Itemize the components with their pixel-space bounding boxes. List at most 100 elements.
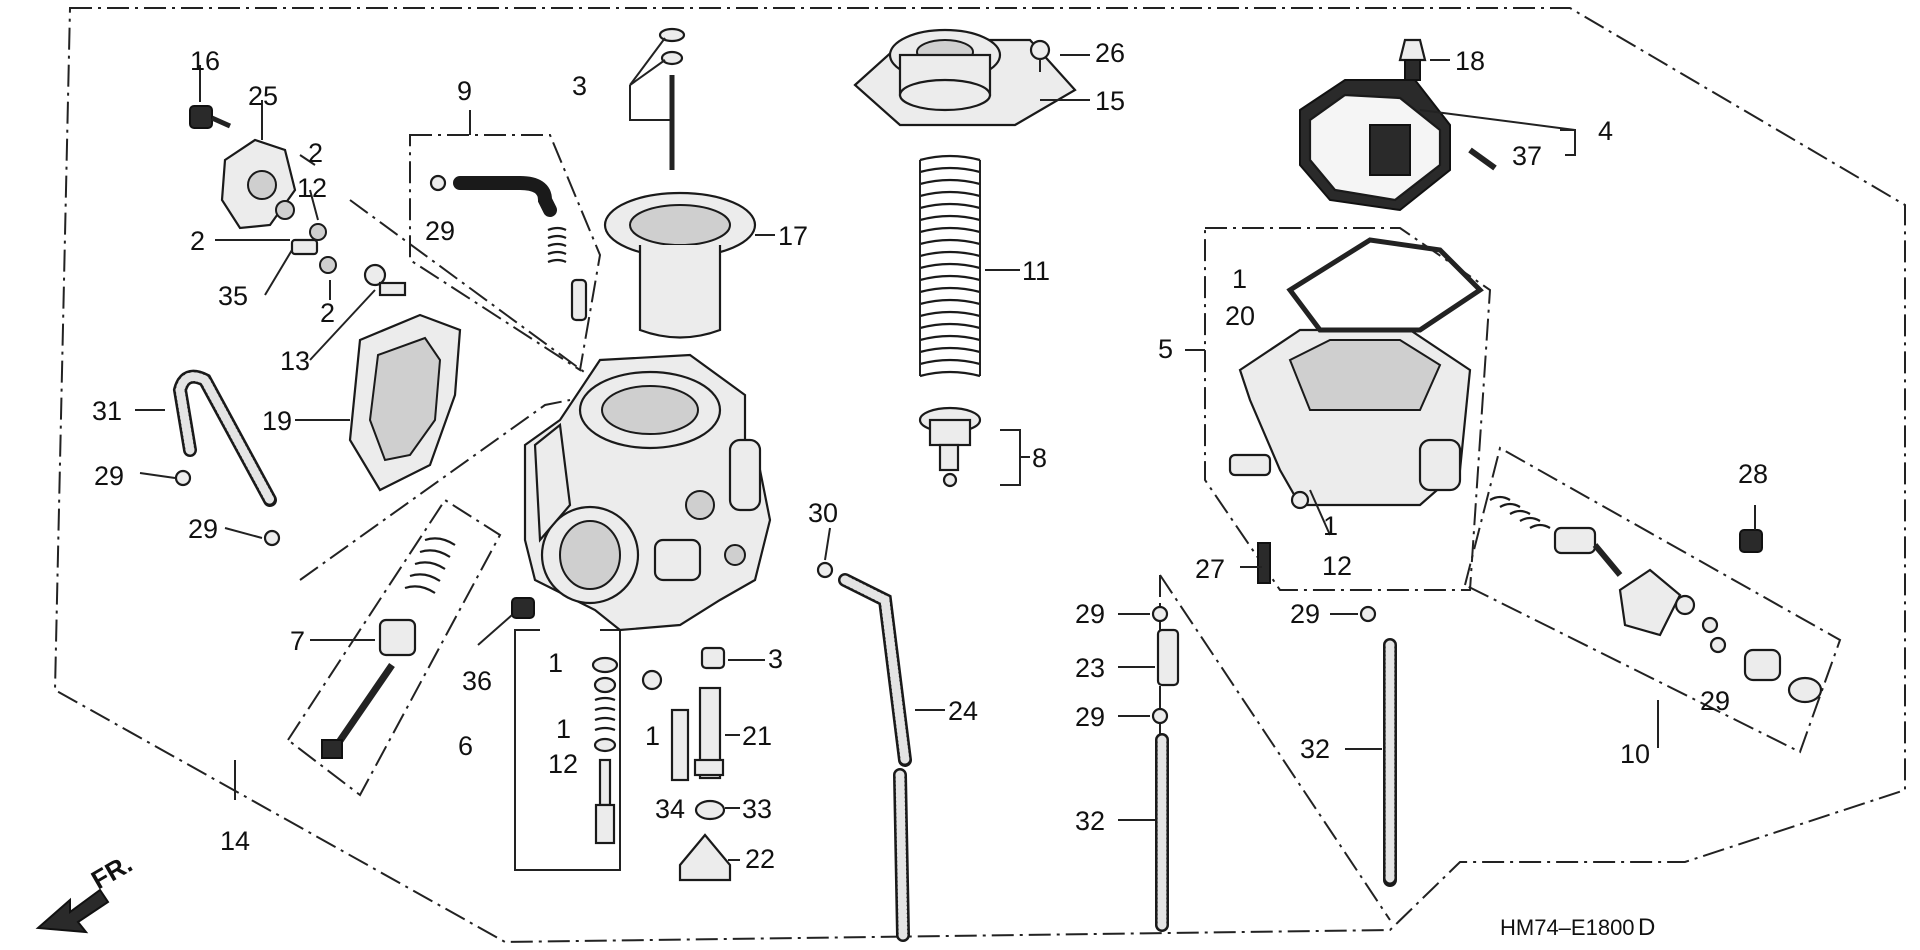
callout-37: 37 xyxy=(1512,141,1542,171)
washer-12-left xyxy=(309,223,327,241)
callout-20: 20 xyxy=(1225,301,1255,331)
callout-19: 19 xyxy=(262,406,292,436)
callout-3-b: 3 xyxy=(768,644,783,674)
callout-30: 30 xyxy=(808,498,838,528)
float-chamber xyxy=(1238,328,1472,507)
callout-35: 35 xyxy=(218,281,248,311)
clip-30 xyxy=(816,561,834,579)
throttle-stop-screw xyxy=(1398,38,1427,81)
needle-jet-34 xyxy=(670,708,690,782)
callout-29-a: 29 xyxy=(94,461,124,491)
clip-29-b xyxy=(263,529,281,547)
gasket xyxy=(1286,237,1484,333)
callout-12-c: 12 xyxy=(1322,551,1352,581)
group-10-outline xyxy=(1463,446,1842,754)
callout-29-c: 29 xyxy=(1075,599,1105,629)
clip-29-e xyxy=(1359,605,1377,623)
clip-29-g xyxy=(1709,636,1727,654)
callout-18: 18 xyxy=(1455,46,1485,76)
callout-29-b: 29 xyxy=(188,514,218,544)
clip-29-c xyxy=(1151,605,1169,623)
choke-plunger-assembly xyxy=(1489,495,1823,704)
vacuum-piston xyxy=(603,191,757,339)
front-direction-label: FR. xyxy=(86,848,137,895)
callout-1-c: 1 xyxy=(645,721,660,751)
group-5-outline xyxy=(1204,227,1492,591)
drain-hose-31 xyxy=(172,369,277,507)
callout-32-a: 32 xyxy=(1075,806,1105,836)
callout-labels: 16 25 2 12 2 35 2 13 19 31 29 29 7 14 9 … xyxy=(92,38,1768,874)
callout-8: 8 xyxy=(1032,443,1047,473)
bolt-27 xyxy=(1257,542,1271,584)
jet-3-lower xyxy=(700,646,726,670)
callout-1-e: 1 xyxy=(1323,511,1338,541)
callout-29-g: 29 xyxy=(1700,686,1730,716)
callout-36: 36 xyxy=(462,666,492,696)
group-9-outline xyxy=(409,134,602,372)
callout-21: 21 xyxy=(742,721,772,751)
diaphragm-spring xyxy=(919,154,981,378)
callout-29-e: 29 xyxy=(1290,599,1320,629)
callout-2-b: 2 xyxy=(190,226,205,256)
callout-9: 9 xyxy=(457,76,472,106)
accelerator-pump-cover xyxy=(348,313,462,492)
callout-15: 15 xyxy=(1095,86,1125,116)
callout-7: 7 xyxy=(290,626,305,656)
reference-suffix: D xyxy=(1638,914,1655,941)
callout-2-c: 2 xyxy=(320,298,335,328)
drain-plug-22 xyxy=(678,833,732,882)
callout-4: 4 xyxy=(1598,116,1613,146)
choke-body xyxy=(220,138,297,230)
callout-1-a: 1 xyxy=(548,648,563,678)
callout-6: 6 xyxy=(458,731,473,761)
bolt-28 xyxy=(1739,529,1763,553)
leader-lines xyxy=(135,37,1756,861)
callout-24: 24 xyxy=(948,696,978,726)
assembly-boundary xyxy=(53,7,1906,944)
callout-16: 16 xyxy=(190,46,220,76)
callout-2-a: 2 xyxy=(308,138,323,168)
bolt-16 xyxy=(189,105,232,129)
callout-12-b: 12 xyxy=(548,749,578,779)
callout-34: 34 xyxy=(655,794,685,824)
callout-29-f: 29 xyxy=(425,216,455,246)
front-direction-arrow: FR. xyxy=(35,848,137,934)
jet-needle xyxy=(658,27,686,170)
washer-2-left xyxy=(319,256,337,274)
callout-33: 33 xyxy=(742,794,772,824)
float-screw-1 xyxy=(1228,453,1310,510)
jet-needle-holder xyxy=(918,406,982,488)
callout-31: 31 xyxy=(92,396,122,426)
bolt-36 xyxy=(511,597,535,619)
callout-3-a: 3 xyxy=(572,71,587,101)
clip-29-f xyxy=(429,174,447,192)
hose-path-outline-left xyxy=(299,399,571,581)
needle-jet-stack xyxy=(591,656,619,845)
pin xyxy=(1468,147,1497,171)
callout-22: 22 xyxy=(745,844,775,874)
hose-path-outline-right xyxy=(1159,574,1391,921)
callout-32-b: 32 xyxy=(1300,734,1330,764)
slow-jet-21 xyxy=(693,686,725,780)
vent-hose-24 xyxy=(838,573,912,942)
jet-35 xyxy=(290,238,319,256)
clip-29-d xyxy=(1151,707,1169,725)
callout-25: 25 xyxy=(248,81,278,111)
air-cut-valve xyxy=(1299,79,1451,212)
callout-17: 17 xyxy=(778,221,808,251)
fitting-23 xyxy=(1156,628,1180,687)
callout-23: 23 xyxy=(1075,653,1105,683)
pump-spring-assembly xyxy=(321,537,456,759)
callout-29-d: 29 xyxy=(1075,702,1105,732)
callout-11: 11 xyxy=(1022,256,1050,286)
pilot-screw-13 xyxy=(363,263,407,297)
pump-hose-assembly xyxy=(453,176,588,322)
callout-12-a: 12 xyxy=(297,173,327,203)
reference-code: HM74–E1800 xyxy=(1500,915,1635,940)
callout-1-d: 1 xyxy=(1232,264,1247,294)
small-jet-1 xyxy=(641,669,663,691)
callout-1-b: 1 xyxy=(556,714,571,744)
callout-5: 5 xyxy=(1158,334,1173,364)
cover-screw xyxy=(1029,39,1051,72)
